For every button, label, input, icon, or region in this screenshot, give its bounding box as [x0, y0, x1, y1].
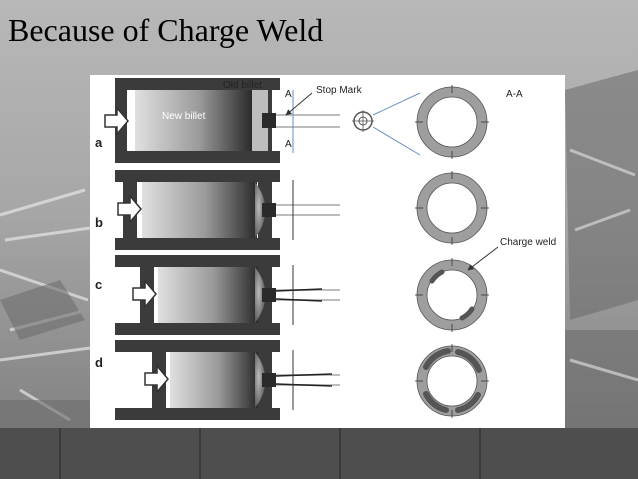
stage-letter-a: a: [95, 135, 103, 150]
label-section-a-top: A: [285, 89, 292, 100]
push-arrow-icon: [144, 363, 169, 395]
charge-weld-mark: [429, 269, 445, 284]
push-arrow-icon: [117, 193, 142, 225]
charge-weld-mark: [455, 392, 481, 413]
charge-weld-mark: [423, 391, 449, 413]
label-old-billet: Old billet: [223, 80, 262, 91]
label-section-title: A-A: [506, 89, 523, 100]
stage-b: [115, 170, 489, 250]
push-arrow-icon: [104, 105, 129, 137]
stage-letter-c: c: [95, 277, 102, 292]
section-ring-a: [417, 87, 487, 157]
new-billet: [135, 90, 252, 151]
stage-c: [115, 246, 499, 335]
charge-weld-mark: [455, 349, 482, 373]
slide-title: Because of Charge Weld: [8, 12, 324, 48]
section-ring-b: [417, 173, 487, 243]
label-charge-weld: Charge weld: [500, 237, 556, 248]
stage-letter-d: d: [95, 355, 103, 370]
label-stop-mark: Stop Mark: [316, 85, 363, 96]
die-stub: [262, 113, 276, 128]
new-billet: [170, 352, 258, 408]
extrusion-diagram: Old billet New billet Stop Mark A A A-A …: [90, 75, 565, 428]
charge-weld-mark: [459, 306, 475, 321]
new-billet: [142, 182, 257, 238]
label-new-billet: New billet: [162, 111, 206, 122]
stage-d: [115, 340, 489, 420]
section-ring-c: [417, 260, 487, 330]
push-arrow-icon: [132, 278, 157, 310]
stage-letter-b: b: [95, 215, 103, 230]
old-billet: [250, 90, 268, 151]
label-section-a-bottom: A: [285, 139, 292, 150]
new-billet: [158, 267, 258, 323]
stage-a: [104, 78, 489, 163]
container-wall-bottom: [115, 151, 280, 163]
container-wall-top: [115, 78, 280, 90]
charge-weld-mark: [423, 348, 451, 370]
